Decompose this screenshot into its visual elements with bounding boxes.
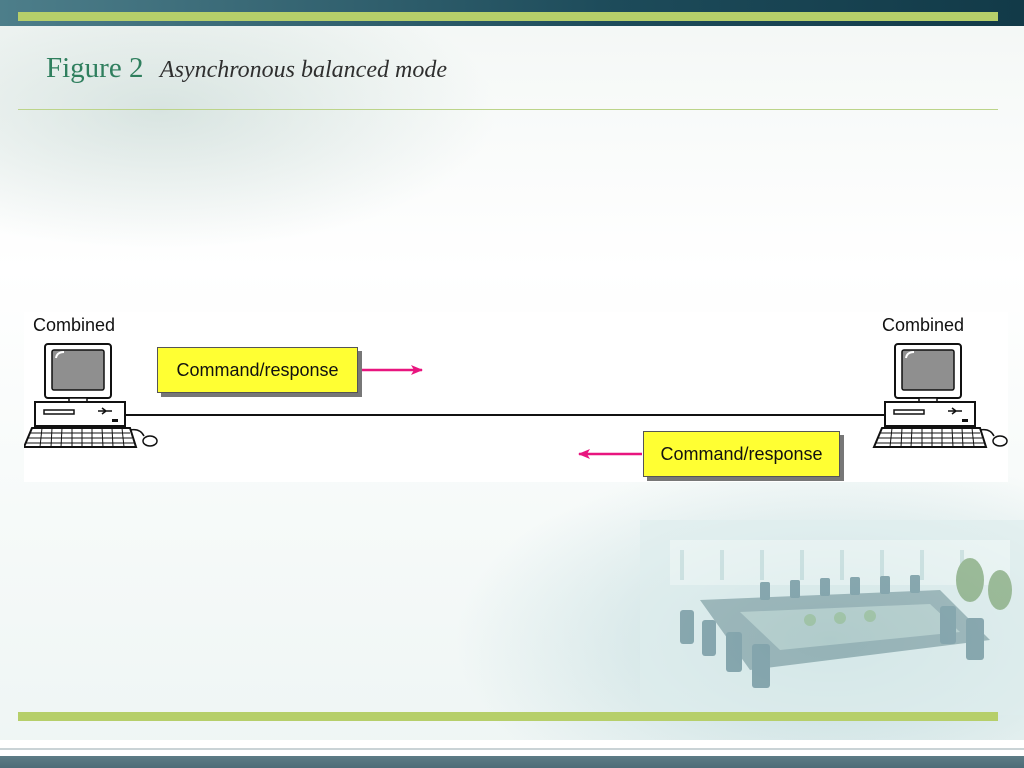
frame-command-response-2: Command/response xyxy=(643,431,840,477)
right-computer-icon xyxy=(873,343,1008,448)
right-station-label: Combined xyxy=(882,315,965,335)
top-accent-bar xyxy=(18,12,998,21)
slide-title: Figure 2 Asynchronous balanced mode xyxy=(46,52,447,92)
bottom-accent-bar xyxy=(18,712,998,721)
figure-number: Figure 2 xyxy=(46,52,144,84)
title-divider xyxy=(18,109,998,110)
figure-caption: Asynchronous balanced mode xyxy=(159,57,447,83)
left-computer-icon xyxy=(24,343,158,448)
diagram-lines xyxy=(24,343,1008,459)
frame-command-response-1: Command/response xyxy=(157,347,358,393)
abm-diagram: Combined Combined xyxy=(24,312,1008,482)
left-station-label: Combined xyxy=(33,315,116,335)
conference-room-background xyxy=(640,520,1024,715)
bottom-banner xyxy=(0,740,1024,768)
